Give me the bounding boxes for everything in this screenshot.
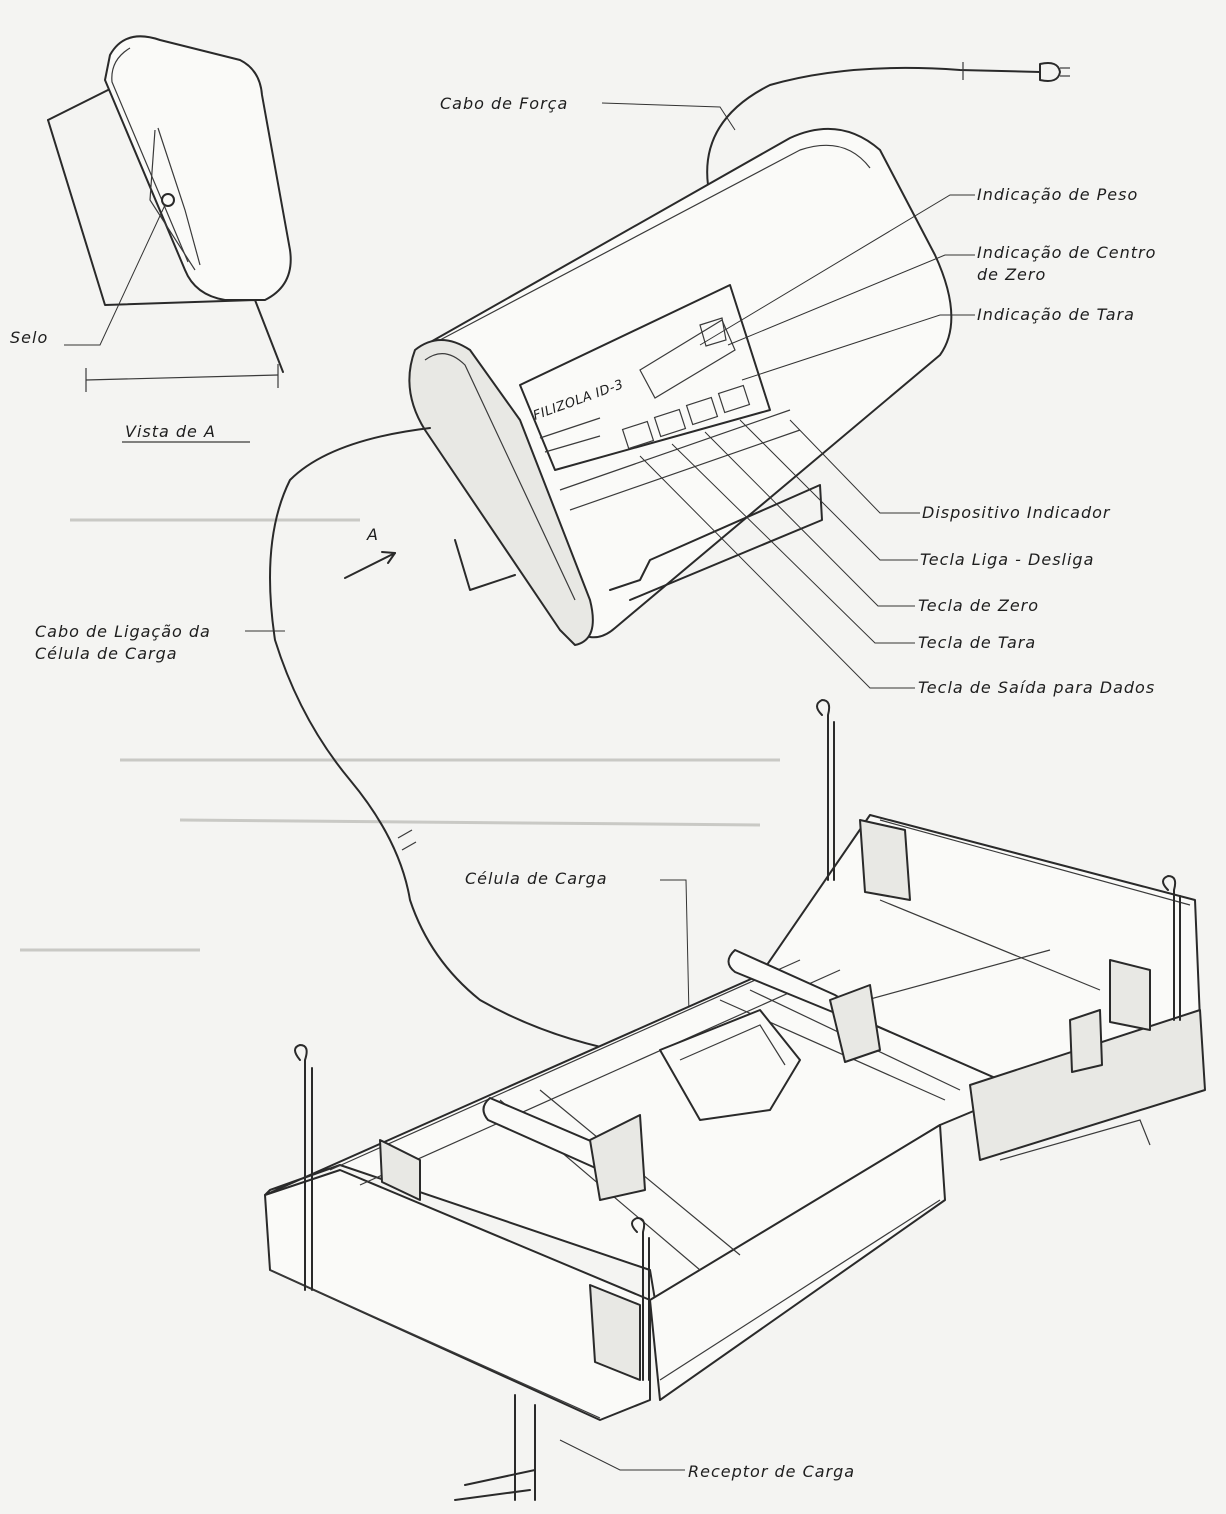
power-cable xyxy=(706,66,1041,186)
label-tecla-liga-desliga: Tecla Liga - Desliga xyxy=(920,550,1094,569)
receptor-leader xyxy=(559,1439,685,1471)
label-indicacao-peso: Indicação de Peso xyxy=(977,185,1138,204)
scan-background xyxy=(20,518,780,952)
seal-icon xyxy=(161,193,175,207)
plug-icon xyxy=(1039,62,1061,82)
label-celula-carga: Célula de Carga xyxy=(465,869,608,888)
label-leaders xyxy=(245,102,975,689)
label-indicacao-centro-zero-2: de Zero xyxy=(977,265,1046,284)
label-tecla-zero: Tecla de Zero xyxy=(918,596,1039,615)
label-receptor-carga: Receptor de Carga xyxy=(688,1462,855,1481)
label-tecla-saida-dados: Tecla de Saída para Dados xyxy=(918,678,1155,697)
label-cabo-ligacao-2: Célula de Carga xyxy=(35,644,178,663)
key-row xyxy=(621,384,751,450)
hook-rods xyxy=(294,699,1181,1381)
key-tara xyxy=(653,408,687,438)
load-cell-cable xyxy=(269,427,676,1061)
label-cabo-forca: Cabo de Força xyxy=(440,94,568,113)
label-cabo-ligacao-1: Cabo de Ligação da xyxy=(35,622,211,641)
label-selo: Selo xyxy=(10,328,48,347)
label-indicacao-centro-zero-1: Indicação de Centro xyxy=(977,243,1156,262)
indicator-device: FILIZOLA ID-3 A xyxy=(344,62,1070,646)
load-receptor xyxy=(264,699,1206,1501)
load-cell xyxy=(659,1009,801,1121)
label-vista-a: Vista de A xyxy=(125,422,216,441)
weight-display xyxy=(639,319,736,399)
labels: Cabo de Força Indicação de Peso Indicaçã… xyxy=(35,94,1156,1481)
label-dispositivo-indicador: Dispositivo Indicador xyxy=(922,503,1111,522)
view-a-inset: Selo Vista de A xyxy=(10,35,292,443)
view-marker: A xyxy=(366,525,379,544)
label-indicacao-tara: Indicação de Tara xyxy=(977,305,1135,324)
label-tecla-tara: Tecla de Tara xyxy=(918,633,1036,652)
key-zero xyxy=(685,396,719,426)
key-saida-dados xyxy=(621,420,655,450)
key-liga-desliga xyxy=(717,384,751,414)
celula-leader xyxy=(660,879,691,1061)
